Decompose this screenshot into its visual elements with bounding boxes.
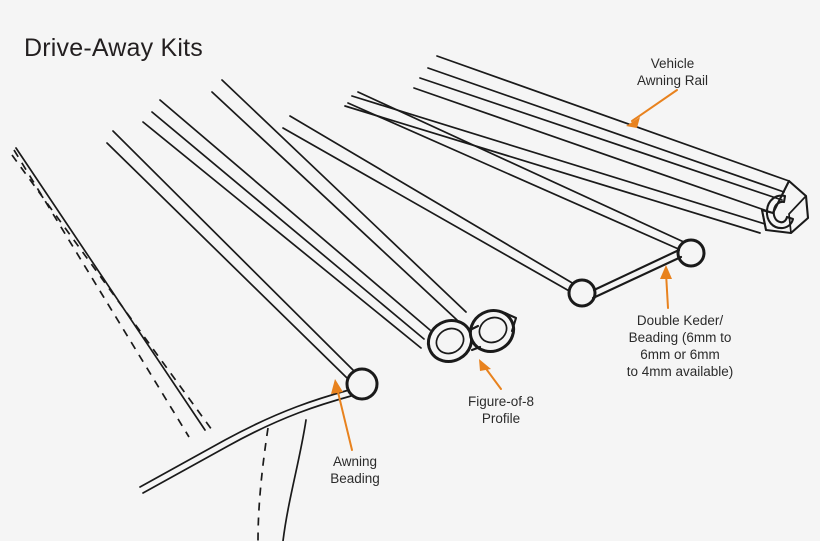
figure-of-8-shape [142, 79, 518, 363]
page-title: Drive-Away Kits [24, 34, 203, 62]
awning-fabric-shape [11, 147, 307, 541]
label-vehicle-awning-rail: Vehicle Awning Rail [636, 56, 709, 88]
double-keder-shape [282, 91, 706, 308]
label-awning-beading: Awning Beading [330, 454, 380, 486]
arrow-figure-of-8 [479, 359, 502, 390]
vehicle-awning-rail-shape [344, 55, 810, 235]
label-figure-of-8-profile: Figure-of-8 Profile [467, 394, 535, 426]
arrow-awning-beading [331, 379, 353, 451]
arrow-double-keder [660, 265, 672, 309]
arrow-vehicle-awning-rail [626, 89, 678, 128]
label-double-keder-beading: Double Keder/ Beading (6mm to 6mm or 6mm… [626, 313, 734, 379]
